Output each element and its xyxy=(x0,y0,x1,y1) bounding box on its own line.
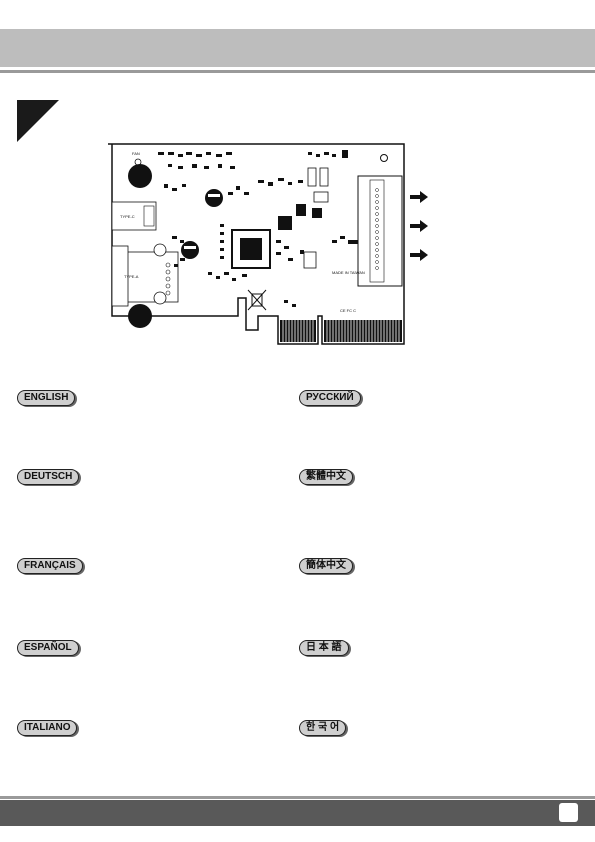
lang-tab-russian[interactable]: РУССКИЙ xyxy=(299,390,361,406)
lang-tab-espanol[interactable]: ESPAÑOL xyxy=(17,640,79,656)
made-in-label: MADE IN TAIWAN xyxy=(332,270,365,275)
header-band xyxy=(0,29,595,67)
lang-tab-japanese[interactable]: 日 本 語 xyxy=(299,640,349,656)
lang-tab-simplified-chinese[interactable]: 簡体中文 xyxy=(299,558,353,574)
fan-header-circle xyxy=(128,164,152,188)
arrow-right-icon xyxy=(410,220,428,232)
lang-tab-italiano[interactable]: ITALIANO xyxy=(17,720,77,736)
arrow-right-icon xyxy=(410,249,428,261)
arrow-right-icon xyxy=(410,191,428,203)
type-c-label: TYPE-C xyxy=(120,214,135,219)
header-rule xyxy=(0,70,595,73)
capacitor xyxy=(181,241,199,259)
corner-triangle-icon xyxy=(17,100,59,142)
page-number-box xyxy=(559,803,578,822)
controller-chip xyxy=(232,230,270,268)
footer-rule xyxy=(0,796,595,799)
lang-tab-traditional-chinese[interactable]: 繁體中文 xyxy=(299,469,353,485)
lang-tab-english[interactable]: ENGLISH xyxy=(17,390,75,406)
fan-label: FAN xyxy=(132,151,140,156)
type-c-port: TYPE-C xyxy=(112,202,156,230)
lang-tab-deutsch[interactable]: DEUTSCH xyxy=(17,469,79,485)
type-a-port: TYPE-A xyxy=(112,244,178,306)
pcb-board-illustration: FAN TYPE-C TYPE-A xyxy=(108,140,408,348)
type-a-label: TYPE-A xyxy=(124,274,139,279)
capacitor xyxy=(205,189,223,207)
footer-band xyxy=(0,800,595,826)
lang-tab-korean[interactable]: 한 국 어 xyxy=(299,720,346,736)
mounting-circle xyxy=(128,304,152,328)
cert-marks: CE FC C xyxy=(340,308,356,313)
lang-tab-francais[interactable]: FRANÇAIS xyxy=(17,558,83,574)
